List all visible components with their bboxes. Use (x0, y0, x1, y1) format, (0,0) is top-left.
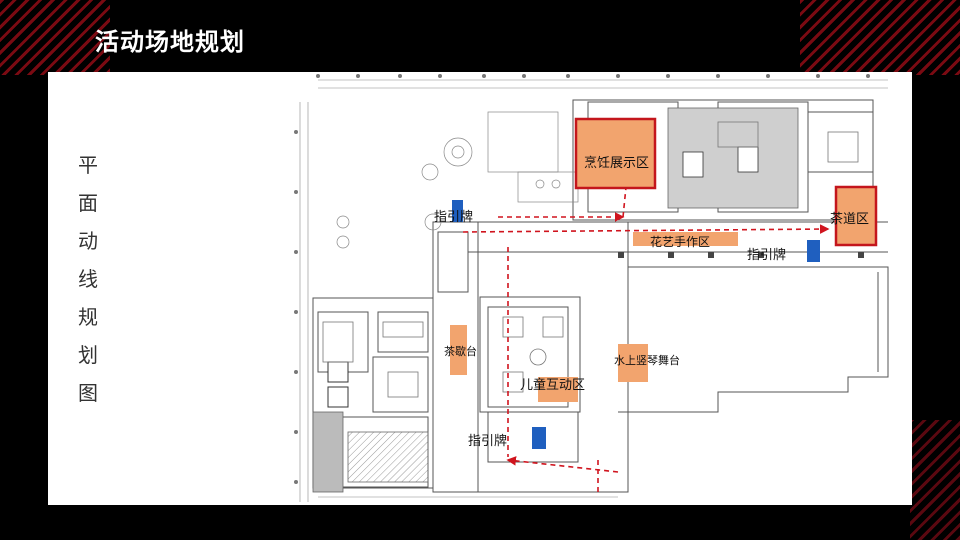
side-title-char: 动 (78, 229, 98, 253)
floor-plan-drawing (294, 74, 889, 502)
zone-tea-break-box (450, 325, 467, 375)
label-cooking: 烹饪展示区 (584, 156, 650, 171)
garden-area (336, 111, 579, 249)
label-piano-stage: 水上竖琴舞台 (614, 354, 680, 367)
side-title-char: 划 (78, 343, 98, 367)
dimension-lines (299, 79, 888, 502)
page-title: 活动场地规划 (95, 28, 245, 56)
label-sign-1: 指引牌 (434, 210, 474, 225)
decor-stripes-bottom-right (910, 420, 960, 540)
columns (618, 252, 864, 258)
label-kids: 儿童互动区 (520, 378, 586, 393)
zone-tea-ceremony-box (834, 185, 878, 247)
furniture (322, 121, 859, 398)
label-sign-2: 指引牌 (747, 248, 787, 263)
floor-plan: 烹饪展示区 茶道区 花艺手作区 茶歇台 儿童互动区 水上竖琴舞台 指引牌 指引牌… (288, 72, 912, 505)
zones (450, 117, 878, 402)
signs (452, 200, 820, 449)
label-tea-ceremony: 茶道区 (830, 212, 870, 227)
zone-floral-box (633, 232, 738, 246)
label-floral: 花艺手作区 (650, 235, 711, 249)
side-title-char: 规 (78, 305, 98, 329)
side-title-char: 图 (78, 381, 98, 405)
side-title-char: 平 (78, 153, 98, 177)
content-panel: 平 面 动 线 规 划 图 (48, 72, 912, 505)
zone-piano-box (618, 344, 648, 382)
sign-3-marker (532, 427, 546, 449)
grid-markers (294, 74, 870, 484)
zone-kids-box (538, 377, 578, 402)
side-title-char: 面 (78, 191, 98, 215)
decor-stripes-top-right (800, 0, 960, 75)
sign-2-marker (807, 240, 820, 262)
walls (312, 99, 889, 493)
zone-cooking-box (574, 117, 657, 190)
sign-1-marker (452, 200, 463, 222)
side-title-char: 线 (78, 267, 98, 291)
circulation-route (462, 166, 830, 492)
side-title: 平 面 动 线 规 划 图 (68, 146, 108, 412)
label-tea-break: 茶歇台 (444, 345, 477, 358)
label-sign-3: 指引牌 (468, 434, 508, 449)
decor-stripes-top-left (0, 0, 110, 75)
